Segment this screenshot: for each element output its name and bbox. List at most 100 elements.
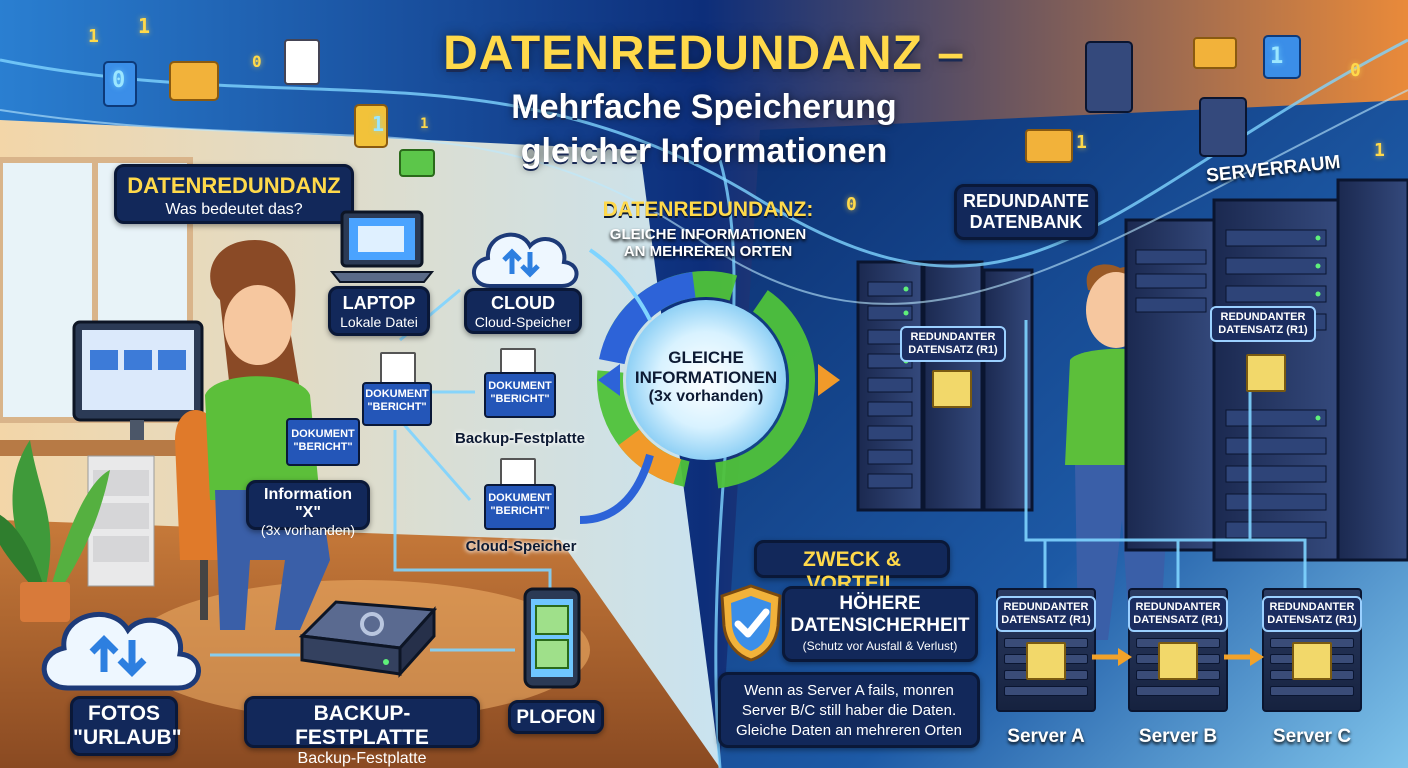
redundant-db-line2: DATENBANK	[969, 212, 1083, 232]
document-held: DOKUMENT "BERICHT"	[286, 418, 360, 466]
definition-line2: AN MEHREREN ORTEN	[623, 243, 793, 260]
smartphone-icon	[523, 587, 581, 689]
record-label-line1: REDUNDANTER	[1003, 601, 1089, 613]
record-label-line2: DATENSATZ (R1)	[1267, 614, 1357, 626]
cloud-subtitle: Cloud-Speicher	[474, 314, 572, 330]
purpose-heading-box: ZWECK & VORTEIL	[754, 540, 950, 595]
record-label-rack-left: REDUNDANTER DATENSATZ (R1)	[900, 326, 1006, 362]
intro-heading: DATENREDUNDANZ	[127, 173, 341, 198]
explanation-line2: Server B/C still haber die Daten.	[741, 702, 957, 719]
binary-digit: 1	[1374, 140, 1385, 161]
server-b-name: Server B	[1138, 726, 1218, 747]
server-a-name: Server A	[1007, 726, 1085, 747]
redundant-db-line1: REDUNDANTE	[963, 191, 1089, 211]
intro-bubble: DATENREDUNDANZ Was bedeutet das?	[114, 164, 354, 224]
cloud-sync-icon	[472, 232, 579, 288]
definition-line1: GLEICHE INFORMATIONEN	[609, 226, 807, 243]
document-held-line1: DOKUMENT	[291, 428, 355, 440]
laptop-icon	[330, 210, 434, 283]
redundant-db-label: REDUNDANTE DATENBANK	[954, 184, 1098, 240]
center-circle-line3: (3x vorhanden)	[648, 388, 764, 405]
backup-drive-subtitle: Backup-Festplatte	[297, 750, 427, 767]
document-stack-line1: DOKUMENT	[365, 388, 429, 400]
information-title: Information "X"	[264, 486, 352, 521]
record-label-line1: REDUNDANTER	[910, 331, 996, 343]
binary-digit: 1	[138, 14, 151, 38]
document-cloud-caption: Cloud-Speicher	[465, 538, 577, 555]
phone-label: PLOFON	[508, 700, 604, 734]
laptop-title: LAPTOP	[342, 293, 416, 313]
record-note-icon	[932, 370, 972, 408]
information-label: Information "X" (3x vorhanden)	[246, 480, 370, 538]
document-backup: DOKUMENT "BERICHT"	[484, 372, 556, 418]
document-cloud-line1: DOKUMENT	[488, 492, 552, 504]
record-label-line2: DATENSATZ (R1)	[1001, 614, 1091, 626]
information-subtitle: (3x vorhanden)	[260, 522, 356, 538]
benefit-line1: HÖHERE	[839, 593, 921, 614]
center-circle-text: GLEICHE INFORMATIONEN (3x vorhanden)	[626, 348, 786, 406]
document-cloud-line2: "BERICHT"	[490, 505, 550, 517]
explanation-line3: Gleiche Daten an mehreren Orten	[736, 722, 962, 739]
record-note-icon	[1292, 642, 1332, 680]
fotos-line2: "URLAUB"	[73, 726, 182, 749]
record-label-line1: REDUNDANTER	[1220, 311, 1306, 323]
record-label-rack-right: REDUNDANTER DATENSATZ (R1)	[1210, 306, 1316, 342]
binary-digit: 0	[1350, 60, 1361, 81]
page-title: DATENREDUNDANZ –	[443, 27, 965, 80]
benefit-box: HÖHERE DATENSICHERHEIT (Schutz vor Ausfa…	[782, 586, 978, 662]
fotos-line1: FOTOS	[88, 702, 160, 725]
record-note-icon	[1158, 642, 1198, 680]
phone-label-text: PLOFON	[516, 707, 596, 728]
fotos-label: FOTOS "URLAUB"	[70, 696, 182, 756]
definition-block: DATENREDUNDANZ: GLEICHE INFORMATIONEN AN…	[588, 198, 828, 260]
record-label-line2: DATENSATZ (R1)	[1133, 614, 1223, 626]
record-note-icon	[1246, 354, 1286, 392]
server-c-name: Server C	[1272, 726, 1352, 747]
document-backup-line1: DOKUMENT	[488, 380, 552, 392]
record-label-line1: REDUNDANTER	[1269, 601, 1355, 613]
laptop-label: LAPTOP Lokale Datei	[328, 286, 430, 336]
record-label-line2: DATENSATZ (R1)	[1218, 324, 1308, 336]
binary-digit: 0	[112, 68, 126, 93]
record-label-line1: REDUNDANTER	[1135, 601, 1221, 613]
binary-digit: 1	[372, 112, 385, 136]
document-stack: DOKUMENT "BERICHT"	[362, 382, 432, 426]
cloud-sync-icon	[41, 611, 201, 691]
binary-digit: 1	[1270, 44, 1284, 69]
document-backup-line2: "BERICHT"	[490, 393, 550, 405]
laptop-subtitle: Lokale Datei	[340, 314, 418, 330]
intro-question: Was bedeutet das?	[165, 201, 303, 218]
hard-drive-icon	[298, 600, 438, 678]
page-subtitle-line1: Mehrfache Speicherung	[511, 88, 897, 126]
binary-digit: 1	[420, 116, 429, 132]
server-b-record-label: REDUNDANTER DATENSATZ (R1)	[1128, 596, 1228, 632]
cloud-label: CLOUD Cloud-Speicher	[464, 288, 582, 334]
arrow-right-icon	[1224, 648, 1264, 666]
binary-digit: 1	[1076, 132, 1087, 153]
server-c-record-label: REDUNDANTER DATENSATZ (R1)	[1262, 596, 1362, 632]
definition-heading: DATENREDUNDANZ:	[602, 198, 814, 221]
arrow-right-icon	[1092, 648, 1132, 666]
benefit-line2: DATENSICHERHEIT	[790, 615, 970, 636]
explanation-box: Wenn as Server A fails, monren Server B/…	[718, 672, 980, 748]
cloud-title: CLOUD	[491, 293, 555, 313]
backup-drive-title: BACKUP-FESTPLATTE	[295, 702, 429, 749]
document-cloud: DOKUMENT "BERICHT"	[484, 484, 556, 530]
benefit-line3: (Schutz vor Ausfall & Verlust)	[802, 639, 958, 653]
server-a-record-label: REDUNDANTER DATENSATZ (R1)	[996, 596, 1096, 632]
binary-digit: 1	[88, 26, 99, 47]
document-backup-caption: Backup-Festplatte	[454, 430, 586, 447]
record-label-line2: DATENSATZ (R1)	[908, 344, 998, 356]
backup-drive-label: BACKUP-FESTPLATTE Backup-Festplatte	[244, 696, 480, 767]
binary-digit: 0	[252, 52, 262, 71]
page-subtitle-line2: gleicher Informationen	[520, 132, 888, 170]
shield-check-icon	[720, 584, 782, 662]
record-note-icon	[1026, 642, 1066, 680]
document-held-line2: "BERICHT"	[293, 441, 353, 453]
binary-digit: 0	[846, 194, 857, 215]
document-stack-line2: "BERICHT"	[367, 401, 427, 413]
center-circle-line2: INFORMATIONEN	[634, 368, 778, 387]
explanation-line1: Wenn as Server A fails, monren	[744, 682, 954, 699]
center-circle-line1: GLEICHE	[668, 348, 744, 367]
